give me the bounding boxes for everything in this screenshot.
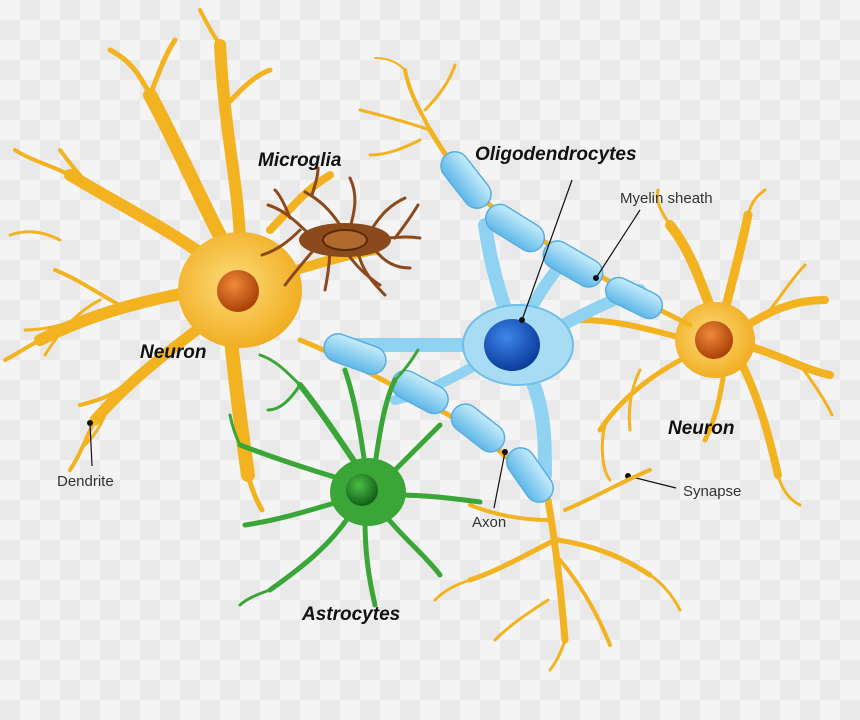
oligodendrocytes-pointer-dot [519, 317, 525, 323]
myelin-pointer-line [595, 209, 641, 279]
myelin-segments [323, 151, 664, 503]
myelin-pointer-dot [593, 275, 599, 281]
microglia-nucleus [322, 229, 368, 251]
label-dendrite: Dendrite [57, 473, 114, 490]
oligodendrocyte-nucleus [484, 319, 540, 371]
label-neuron-left: Neuron [140, 342, 207, 363]
label-axon: Axon [472, 514, 506, 531]
lower-dendrite-tree [433, 468, 682, 672]
label-microglia: Microglia [258, 150, 342, 171]
neuron-right-nucleus [695, 321, 733, 359]
axon-pointer-line [493, 451, 506, 509]
dendrite-pointer-line [89, 422, 93, 467]
label-astrocytes: Astrocytes [301, 604, 400, 625]
label-oligodendrocytes: Oligodendrocytes [475, 144, 637, 165]
label-neuron-right: Neuron [668, 418, 735, 439]
label-synapse: Synapse [683, 483, 741, 500]
oligodendrocytes-pointer-line [521, 179, 573, 321]
astrocyte-nucleus [346, 474, 378, 506]
label-myelin-sheath: Myelin sheath [620, 190, 713, 207]
neuron-left-nucleus [217, 270, 259, 312]
axon-pointer-dot [502, 449, 508, 455]
